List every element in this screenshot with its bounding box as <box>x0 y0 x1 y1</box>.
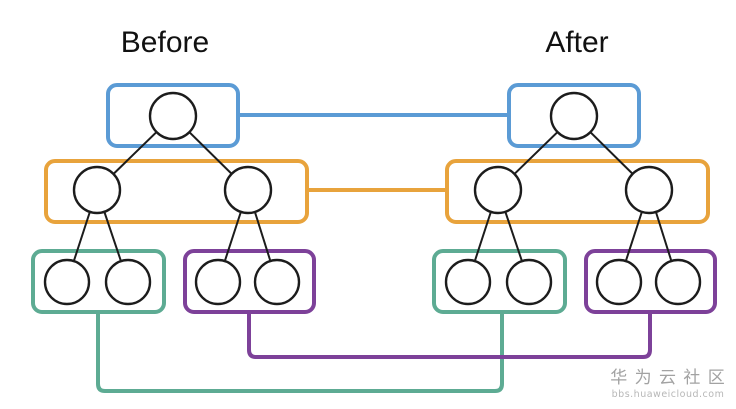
tree-node <box>104 258 152 306</box>
after-internal-box <box>445 159 710 224</box>
tree-node <box>253 258 301 306</box>
tree-node <box>595 258 643 306</box>
tree-node <box>624 165 674 215</box>
watermark: 华 为 云 社 区 bbs.huaweicloud.com <box>610 368 726 400</box>
before-root-box <box>106 83 240 148</box>
before-right-leaves-box <box>183 249 316 314</box>
after-root-box <box>507 83 641 148</box>
tree-node <box>43 258 91 306</box>
tree-node <box>505 258 553 306</box>
before-tree <box>31 83 316 314</box>
after-title: After <box>545 26 608 59</box>
before-internal-box <box>44 159 309 224</box>
tree-node <box>654 258 702 306</box>
before-title: Before <box>121 26 209 59</box>
after-tree <box>432 83 717 314</box>
tree-node <box>444 258 492 306</box>
tree-node <box>549 91 599 141</box>
after-left-leaves-box <box>432 249 567 314</box>
watermark-community-text: 华 为 云 社 区 <box>610 368 726 388</box>
tree-node <box>223 165 273 215</box>
tree-node <box>148 91 198 141</box>
left-leaves-link-line <box>96 310 504 393</box>
after-right-leaves-box <box>584 249 717 314</box>
tree-node <box>194 258 242 306</box>
before-left-leaves-box <box>31 249 166 314</box>
tree-node <box>473 165 523 215</box>
right-leaves-link-line <box>247 310 652 359</box>
tree-node <box>72 165 122 215</box>
watermark-url-text: bbs.huaweicloud.com <box>612 389 725 400</box>
